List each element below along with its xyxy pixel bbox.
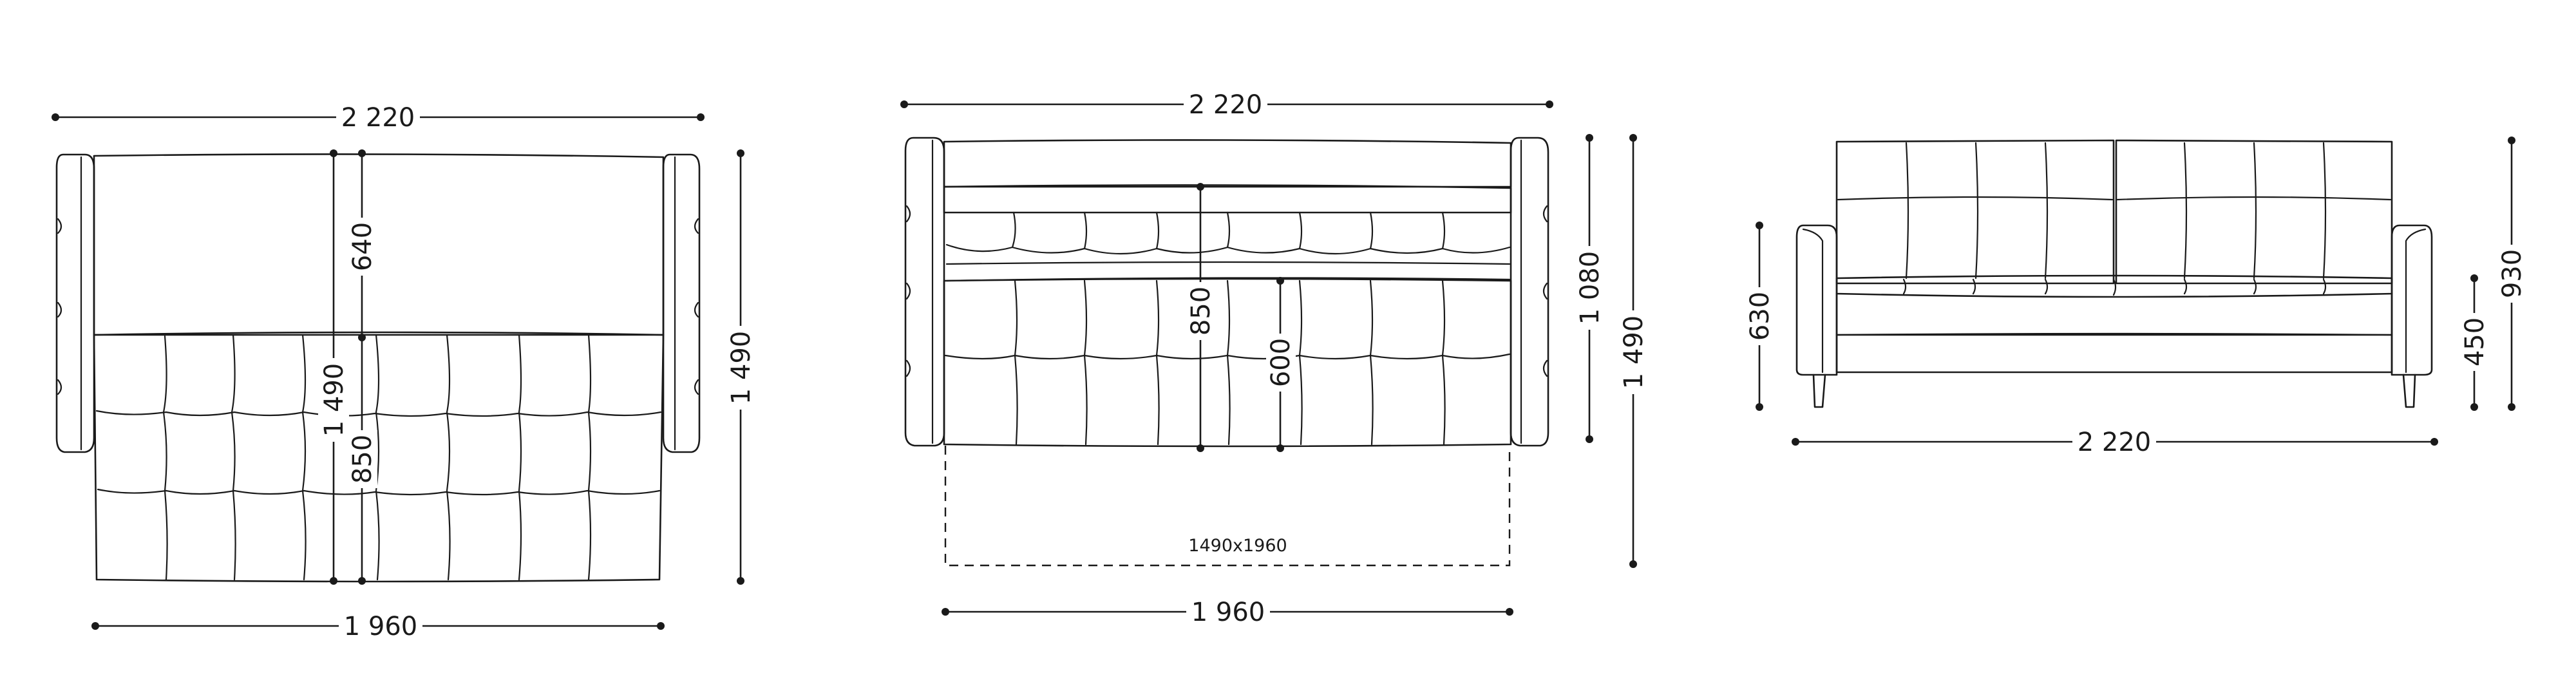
side-seat-height-label: 450 <box>2460 317 2490 366</box>
side-right-leg <box>2402 374 2416 408</box>
backrest-top <box>93 153 665 336</box>
front-seat-depth-label: 850 <box>1186 287 1216 336</box>
side-backrest <box>1835 139 2115 285</box>
side-left-leg <box>1812 374 1826 408</box>
top-seat-depth-label: 850 <box>348 435 377 484</box>
front-cushion-depth-label: 600 <box>1266 338 1296 387</box>
side-right-armrest <box>2391 224 2433 376</box>
top-seat-width-label: 1 960 <box>344 612 418 641</box>
seat-area <box>93 331 665 583</box>
front-overall-width-label: 2 220 <box>1189 90 1263 120</box>
front-length-open-label: 1 490 <box>1619 316 1649 390</box>
side-view: 2 220 630 450 930 <box>1744 137 2527 457</box>
front-view: 1490x1960 2 220 1 960 1 080 1 490 850 60… <box>900 89 1649 627</box>
right-armrest <box>662 153 701 453</box>
sleeping-area-label: 1490x1960 <box>1188 536 1287 556</box>
front-right-armrest <box>1510 137 1549 447</box>
side-total-height-label: 930 <box>2497 249 2527 298</box>
front-left-armrest <box>904 137 945 447</box>
top-backrest-depth-label: 640 <box>348 222 377 271</box>
top-overall-depth-label: 1 490 <box>726 331 756 405</box>
left-armrest <box>55 153 95 453</box>
top-view: 2 220 1 960 1 490 1 490 640 850 <box>52 102 756 641</box>
side-armrest-height-label: 630 <box>1745 292 1775 341</box>
front-height-closed-label: 1 080 <box>1575 251 1605 325</box>
front-seat-area <box>943 278 1512 448</box>
side-overall-width-label: 2 220 <box>2078 428 2152 457</box>
front-seat-width-label: 1 960 <box>1191 598 1265 627</box>
sleeping-area-outline <box>944 446 1511 567</box>
top-inner-depth-label: 1 490 <box>319 363 349 437</box>
side-left-armrest <box>1795 224 1838 376</box>
top-overall-width-label: 2 220 <box>341 103 415 133</box>
